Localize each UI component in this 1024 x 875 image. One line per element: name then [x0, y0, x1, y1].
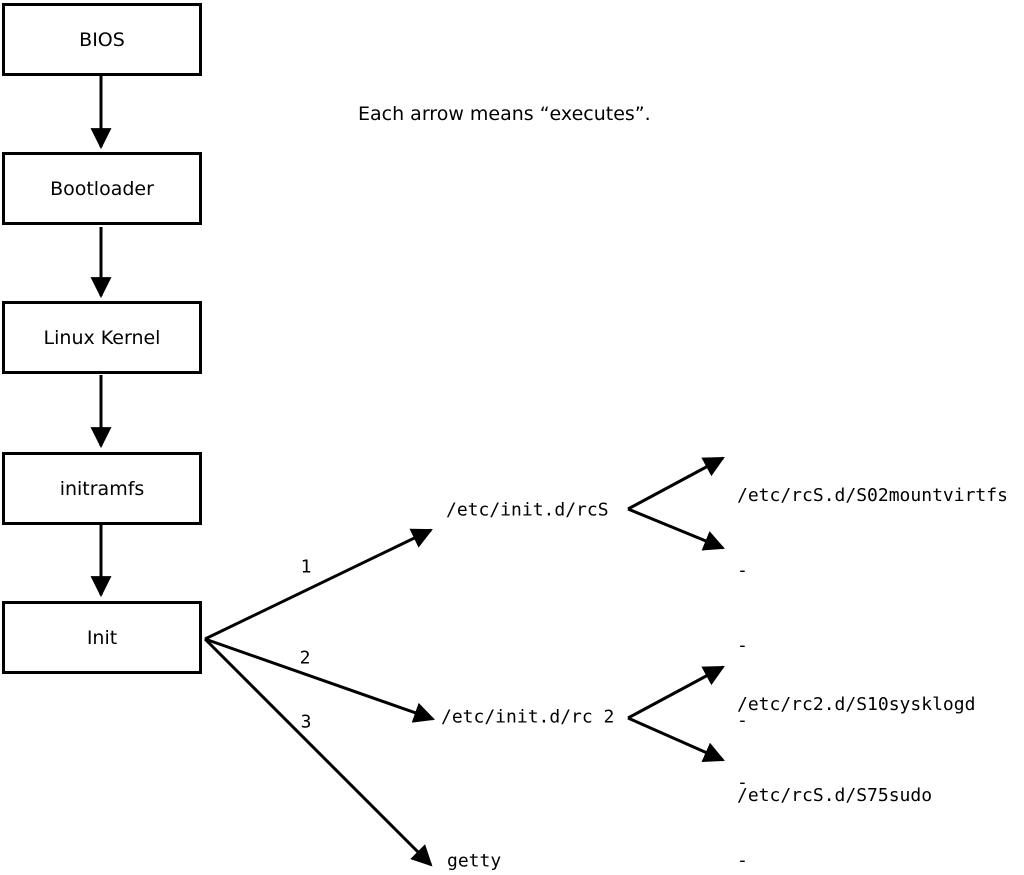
flow-box-init: Init — [2, 601, 202, 674]
flow-box-bios: BIOS — [2, 3, 202, 76]
ellipsis-dash: - — [737, 635, 748, 656]
flow-box-initramfs-label: initramfs — [59, 477, 145, 500]
target-rcS-label: /etc/init.d/rcS — [446, 499, 609, 521]
arrow-rcS-to-s75sudo — [627, 507, 725, 551]
flow-box-initramfs: initramfs — [2, 452, 202, 525]
branch-number-1: 1 — [300, 556, 312, 578]
rc2-children-column: /etc/rc2.d/S10sysklogd - - - /etc/rc2.d/… — [737, 640, 975, 875]
arrow-init-to-getty — [203, 637, 433, 867]
flow-box-bootloader: Bootloader — [2, 152, 202, 225]
ellipsis-dash: - — [737, 850, 748, 871]
arrow-init-to-rcS — [204, 528, 433, 641]
arrow-rc2-to-s99gdm — [627, 716, 725, 762]
arrow-meaning-note: Each arrow means “executes”. — [358, 103, 651, 125]
target-rc2-label: /etc/init.d/rc 2 — [441, 706, 615, 728]
flow-box-bootloader-label: Bootloader — [50, 177, 154, 200]
arrow-rcS-to-s02mountvirtfs — [627, 456, 725, 511]
exec-script-label: /etc/rcS.d/S75sudo — [737, 785, 933, 806]
branch-number-2: 2 — [299, 647, 311, 669]
flow-box-bios-label: BIOS — [79, 28, 125, 51]
branch-number-3: 3 — [300, 711, 312, 733]
flow-box-linux-kernel: Linux Kernel — [2, 301, 202, 374]
arrow-init-to-rc2 — [204, 637, 435, 723]
ellipsis-dash: - — [737, 772, 748, 793]
ellipsis-dash: - — [737, 560, 748, 581]
target-getty-label: getty — [447, 850, 502, 872]
ellipsis-dash: - — [737, 710, 748, 731]
flow-box-init-label: Init — [86, 626, 118, 649]
executes-arrows — [90, 75, 725, 867]
exec-script-label: /etc/rcS.d/S02mountvirtfs — [737, 485, 1008, 506]
exec-script-label: /etc/rc2.d/S10sysklogd — [737, 694, 976, 715]
arrow-rc2-to-s10sysklogd — [627, 665, 725, 720]
flow-box-linux-kernel-label: Linux Kernel — [43, 326, 161, 349]
rcS-children-column: /etc/rcS.d/S02mountvirtfs - - - /etc/rcS… — [737, 433, 1008, 858]
